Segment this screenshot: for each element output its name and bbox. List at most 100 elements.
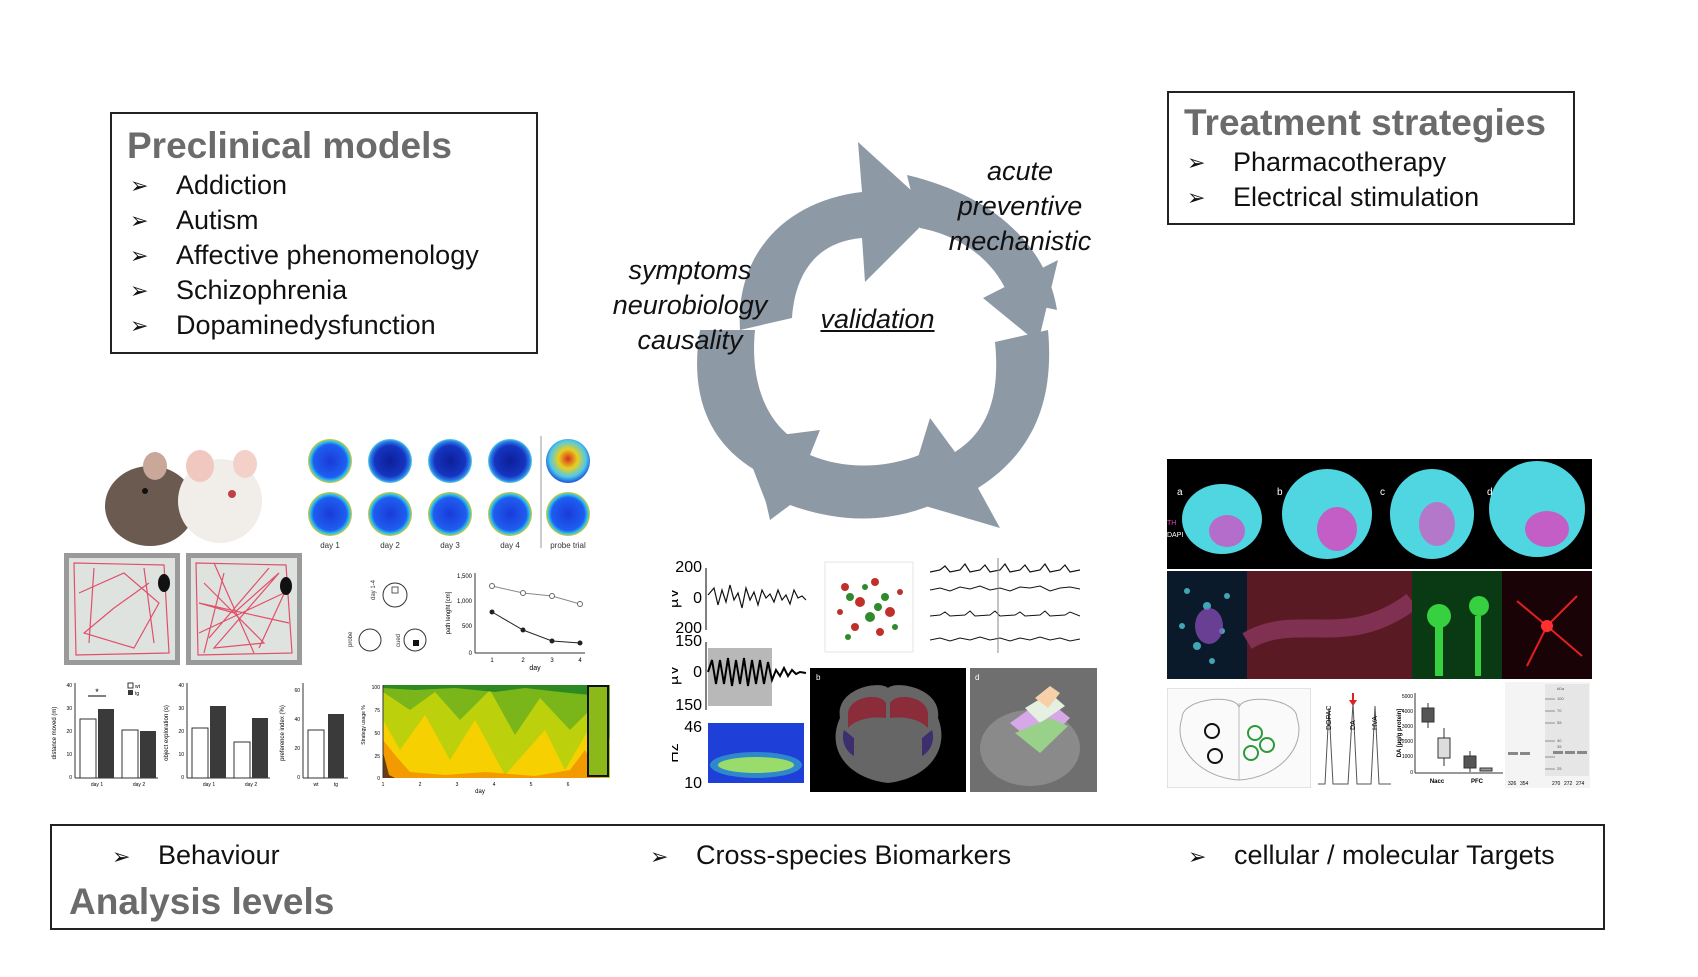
bar1-ylabel: distance moved (m) bbox=[52, 707, 58, 760]
rats-illustration bbox=[105, 450, 262, 546]
strategy-ytick: 0 bbox=[377, 776, 380, 782]
hplc-label: DA bbox=[1350, 720, 1357, 730]
significance-star: * bbox=[95, 687, 99, 697]
strategy-ytick: 100 bbox=[372, 685, 381, 691]
eeg-tick: 150 bbox=[675, 633, 702, 650]
preclinical-models-list: ➢Addiction ➢Autism ➢Affective phenomenol… bbox=[130, 168, 536, 343]
cycle-right-text: acute preventive mechanistic bbox=[948, 156, 1092, 256]
brain-section-atlas: b bbox=[810, 668, 966, 792]
bar1-ytick: 20 bbox=[66, 729, 72, 735]
path-length-chart: 1,500 1,000 500 0 1 2 3 4 day path lengh… bbox=[446, 573, 585, 672]
treatment-strategies-title: Treatment strategies bbox=[1184, 102, 1546, 143]
list-item: ➢Addiction bbox=[130, 168, 536, 203]
path-xlabel: day bbox=[529, 665, 541, 672]
list-item: ➢Pharmacotherapy bbox=[1187, 145, 1573, 180]
bar1-legend: wt bbox=[135, 684, 141, 690]
cycle-arrow-top bbox=[739, 142, 935, 330]
bar3-ytick: 60 bbox=[294, 688, 300, 694]
bar3-ytick: 40 bbox=[294, 717, 300, 723]
analysis-levels-title: Analysis levels bbox=[69, 881, 335, 922]
eeg-tick: 0 bbox=[693, 664, 702, 681]
box-ytick: 2000 bbox=[1402, 739, 1413, 745]
arrow-bullet-icon: ➢ bbox=[1187, 185, 1206, 210]
bar3-ytick: 0 bbox=[297, 775, 300, 781]
hz-tick: 10 bbox=[684, 775, 702, 792]
strategy-xtick: 4 bbox=[493, 782, 496, 788]
bar3-xtick: wt bbox=[314, 782, 320, 788]
arrow-bullet-icon: ➢ bbox=[130, 278, 149, 303]
blot-kda: 55 bbox=[1557, 720, 1562, 725]
maze-label: cued bbox=[396, 634, 402, 647]
maze-label: probe bbox=[348, 631, 354, 647]
list-item: ➢Autism bbox=[130, 203, 536, 238]
list-item: ➢Schizophrenia bbox=[130, 273, 536, 308]
panel-letter: d bbox=[1487, 487, 1493, 498]
bar2-ytick: 30 bbox=[178, 706, 184, 712]
path-xtick: 4 bbox=[578, 658, 582, 664]
bar1-ytick: 0 bbox=[69, 775, 72, 781]
blot-kda: kDa bbox=[1557, 686, 1565, 691]
cycle-arrow-right-head bbox=[983, 260, 1058, 343]
panel-letter: b bbox=[816, 673, 821, 682]
cycle-left-text: symptoms neurobiology causality bbox=[612, 255, 768, 355]
watermaze-heatmaps: day 1 day 2 day 3 day 4 probe trial bbox=[308, 436, 590, 550]
bar2-ytick: 0 bbox=[181, 775, 184, 781]
strategy-ytick: 25 bbox=[374, 754, 380, 760]
maze-label: day 1-4 bbox=[371, 579, 377, 600]
box-ytick: 3000 bbox=[1402, 724, 1413, 730]
path-ytick: 500 bbox=[462, 624, 473, 630]
fluor-legend: DAPI bbox=[1167, 532, 1183, 539]
blot-kda: 25 bbox=[1557, 766, 1562, 771]
strategy-xtick: 5 bbox=[530, 782, 533, 788]
hplc-chromatogram: DOPAC DA HVA bbox=[1318, 693, 1391, 785]
eeg-traces: 200 0 200 µV 150 0 150 µV 46 10 Hz bbox=[672, 560, 807, 792]
object-exploration-bar-chart: 40 30 20 10 0 day 1 day 2 object explora… bbox=[164, 683, 270, 788]
cycle-center-label: validation bbox=[820, 304, 935, 334]
bar3-ytick: 20 bbox=[294, 746, 300, 752]
list-item: ➢Affective phenomenology bbox=[130, 238, 536, 273]
path-xtick: 3 bbox=[550, 658, 554, 664]
arrow-bullet-icon: ➢ bbox=[130, 208, 149, 233]
blot-lane: 354 bbox=[1520, 781, 1529, 787]
path-xtick: 1 bbox=[490, 658, 494, 664]
panel-letter: a bbox=[1177, 487, 1183, 498]
path-xtick: 2 bbox=[521, 658, 525, 664]
open-field-tracking bbox=[64, 553, 302, 665]
cycle-arrow-right-top bbox=[907, 175, 1057, 310]
strategy-usage-chart: 100 75 50 25 0 1 2 3 4 5 6 day Strategy … bbox=[361, 685, 610, 795]
hplc-label: DOPAC bbox=[1326, 706, 1333, 730]
hz-tick: 46 bbox=[684, 719, 702, 736]
heatmap-label: day 4 bbox=[500, 541, 520, 550]
bar1-ytick: 10 bbox=[66, 752, 72, 758]
bar1-legend: tg bbox=[135, 691, 139, 697]
arrow-bullet-icon: ➢ bbox=[130, 173, 149, 198]
blot-lane: 274 bbox=[1576, 781, 1585, 787]
box-xtick: PFC bbox=[1471, 779, 1484, 785]
strategy-ylabel: Strategy usage % bbox=[361, 705, 367, 745]
preclinical-models-box: Preclinical models ➢Addiction ➢Autism ➢A… bbox=[110, 112, 538, 354]
strategy-ytick: 50 bbox=[374, 731, 380, 737]
cycle-arrow-bottom-left bbox=[742, 430, 960, 519]
eeg-tick: 150 bbox=[675, 697, 702, 714]
path-ytick: 0 bbox=[469, 651, 473, 657]
bar1-xtick: day 1 bbox=[91, 782, 103, 788]
blot-kda: 35 bbox=[1557, 744, 1562, 749]
path-ytick: 1,000 bbox=[457, 599, 473, 605]
bar3-xtick: tg bbox=[334, 782, 338, 788]
analysis-levels-box: ➢Behaviour ➢Cross-species Biomarkers ➢ce… bbox=[50, 824, 1605, 930]
path-ytick: 1,500 bbox=[457, 574, 473, 580]
red-arrow-icon bbox=[1349, 700, 1357, 706]
bar2-ytick: 10 bbox=[178, 752, 184, 758]
heatmap-label: day 3 bbox=[440, 541, 460, 550]
bar2-ylabel: object exploration (s) bbox=[164, 705, 170, 761]
preclinical-models-title: Preclinical models bbox=[127, 125, 452, 166]
brain-3d-render: d bbox=[970, 668, 1097, 792]
panel-letter: b bbox=[1277, 487, 1283, 498]
arrow-bullet-icon: ➢ bbox=[1188, 844, 1207, 869]
heatmap-label: day 2 bbox=[380, 541, 400, 550]
blot-kda: 70 bbox=[1557, 708, 1562, 713]
strategy-xtick: 2 bbox=[419, 782, 422, 788]
box-xtick: Nacc bbox=[1430, 779, 1445, 785]
blot-lane: 270 bbox=[1552, 781, 1561, 787]
